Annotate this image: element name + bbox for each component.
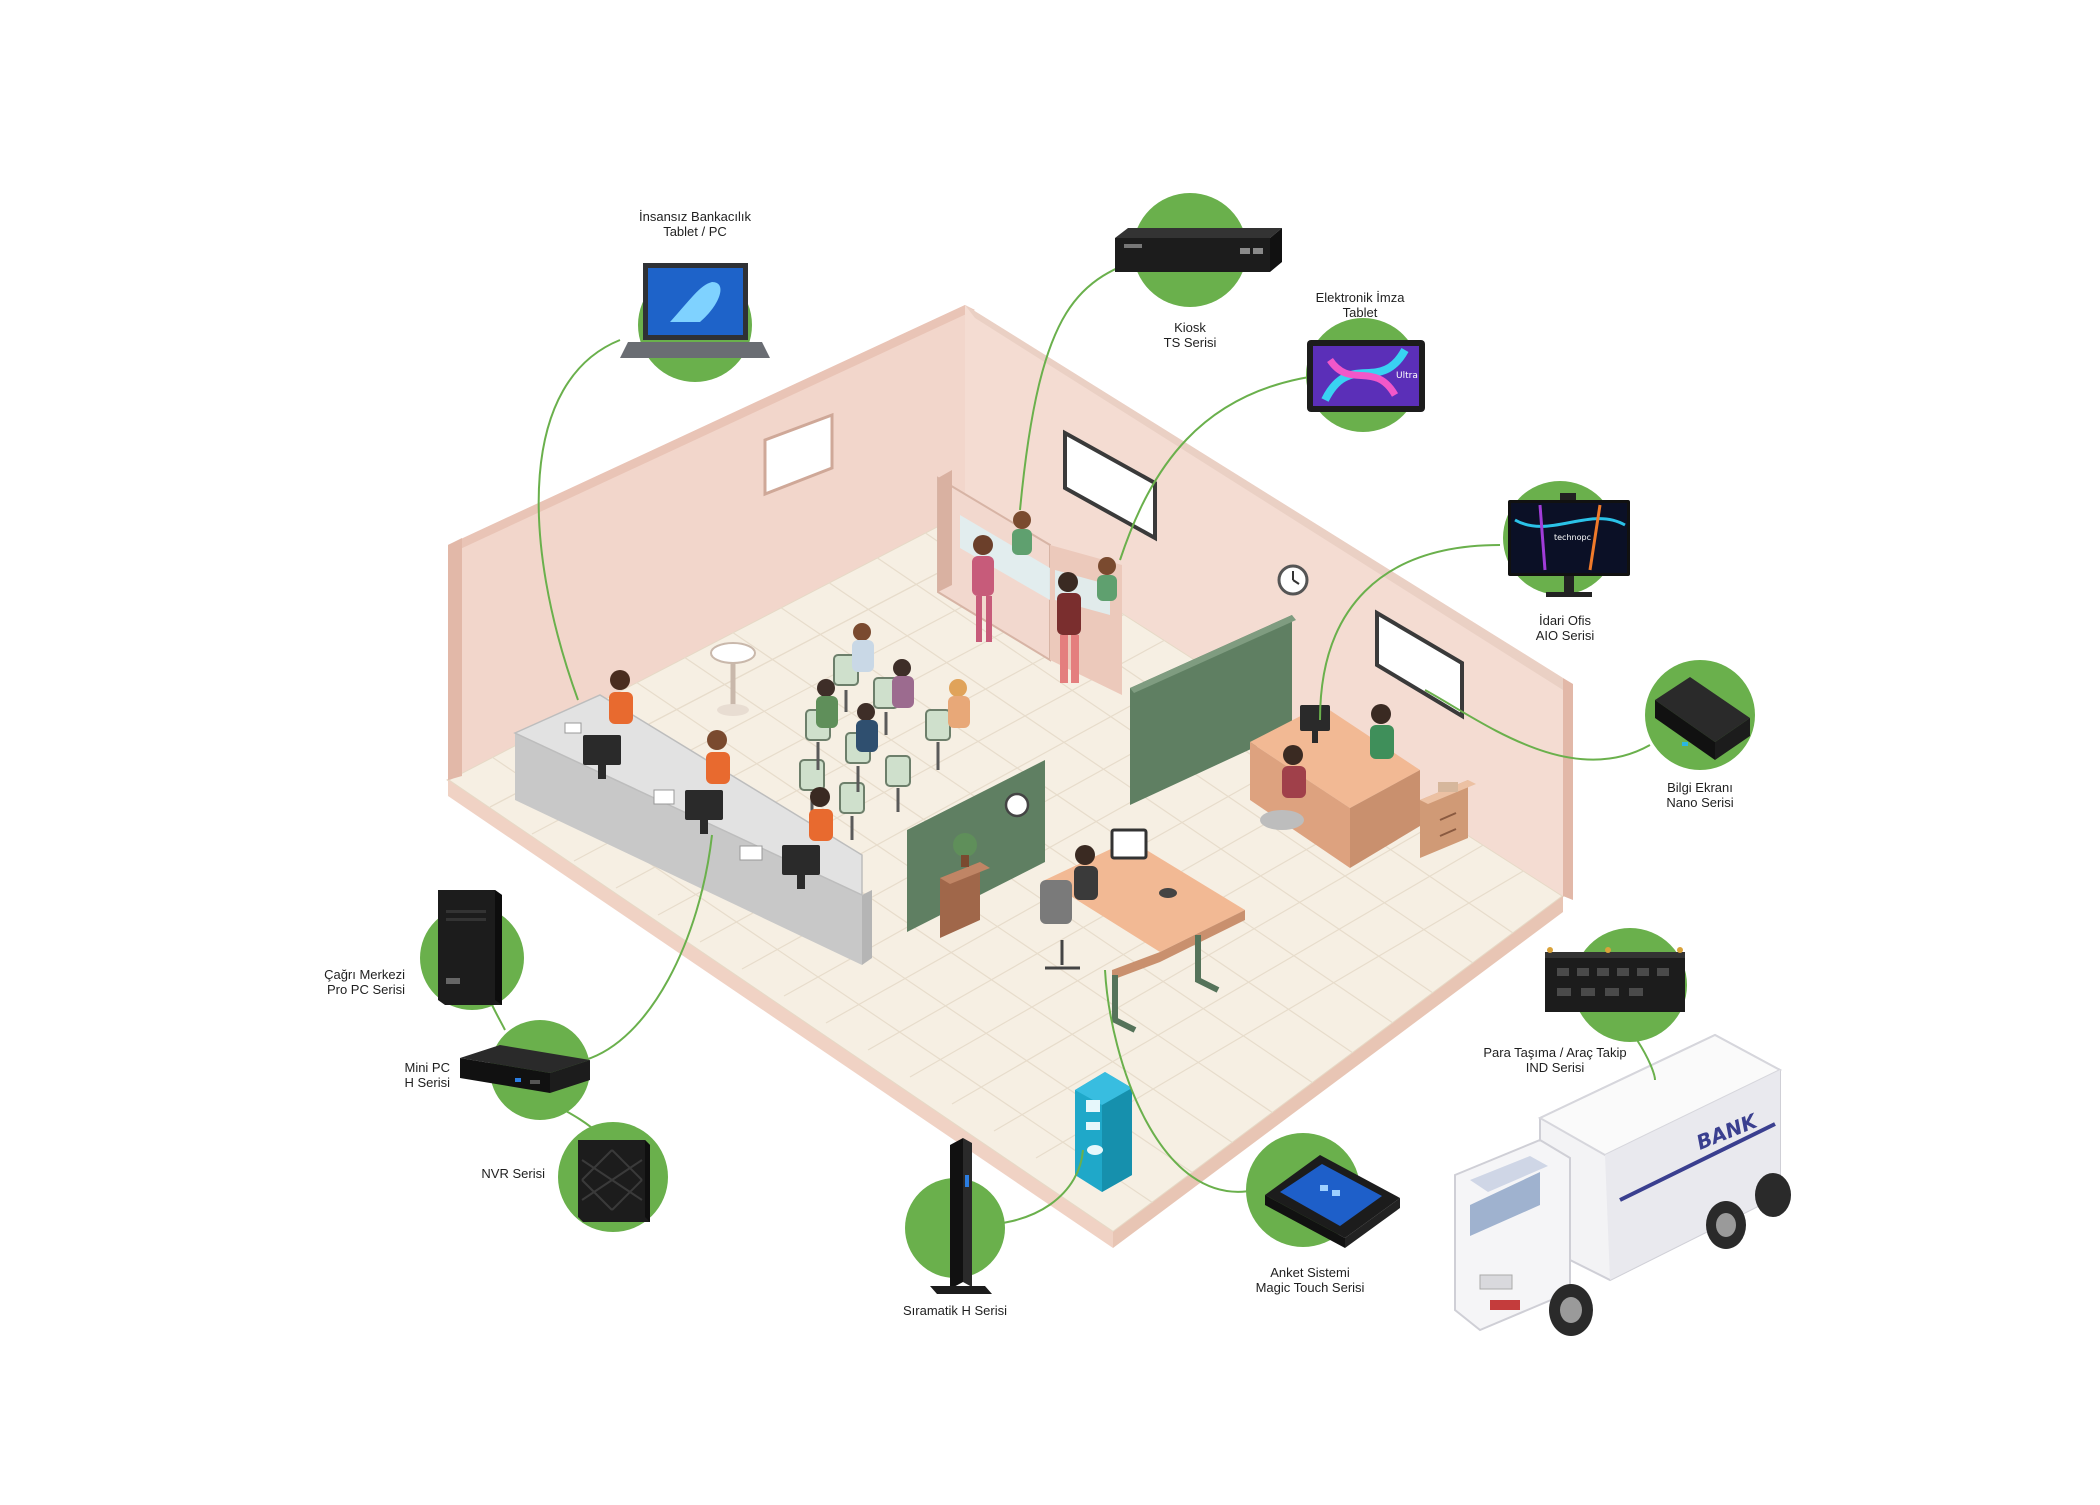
wall-panel-left bbox=[763, 412, 834, 497]
label-info-screen-line1: Bilgi Ekranı bbox=[1667, 780, 1733, 795]
badge-info-screen[interactable] bbox=[1645, 660, 1755, 770]
atm-machine bbox=[1075, 1072, 1132, 1192]
label-info-screen-line2: Nano Serisi bbox=[1666, 795, 1734, 810]
label-call-center-line2: Pro PC Serisi bbox=[326, 982, 405, 997]
label-nvr-line1: NVR Serisi bbox=[481, 1166, 545, 1181]
back-right-wall-top bbox=[965, 305, 1563, 690]
laptop-icon bbox=[620, 263, 770, 358]
kiosk-pc-icon bbox=[1115, 228, 1282, 272]
badge-call-center[interactable] bbox=[420, 890, 524, 1010]
left-wall-cap bbox=[448, 538, 462, 780]
back-right-wall bbox=[965, 305, 1563, 896]
badge-cash-transport[interactable] bbox=[1545, 928, 1687, 1042]
label-e-signature-line2: Tablet bbox=[1342, 305, 1378, 320]
label-nvr: NVR Serisi bbox=[440, 1166, 545, 1181]
nano-pc-icon bbox=[1655, 677, 1750, 760]
wall-tv-office bbox=[1375, 609, 1464, 720]
slim-tower-icon bbox=[930, 1138, 992, 1294]
service-counter bbox=[513, 670, 872, 965]
badge-mini-pc[interactable] bbox=[460, 1020, 590, 1120]
manager-desk bbox=[1040, 828, 1245, 1033]
floor-edge-front-left bbox=[448, 780, 1113, 1248]
aio-brand-text: technopc bbox=[1554, 533, 1591, 542]
room bbox=[446, 305, 1573, 1248]
tablet-icon: Ultra bbox=[1307, 340, 1425, 412]
label-kiosk-line2: TS Serisi bbox=[1163, 335, 1217, 350]
badge-admin-office[interactable]: technopc bbox=[1503, 481, 1630, 597]
industrial-pc-icon bbox=[1545, 947, 1685, 1012]
connector-cash-transport bbox=[1636, 1039, 1656, 1081]
green-partition-back-face bbox=[1130, 615, 1296, 693]
label-cash-transport-line2: IND Serisi bbox=[1525, 1060, 1585, 1075]
right-wall-cap bbox=[1563, 678, 1573, 900]
wall-clock bbox=[1277, 564, 1309, 596]
floor-edge-front-right bbox=[1113, 896, 1563, 1248]
connector-unmanned-banking bbox=[537, 339, 621, 701]
connector-survey bbox=[1104, 969, 1256, 1193]
label-info-screen: Bilgi Ekranı Nano Serisi bbox=[1635, 780, 1765, 810]
label-queue-line1: Sıramatik H Serisi bbox=[902, 1303, 1008, 1318]
back-left-wall bbox=[448, 305, 965, 780]
nvr-box-icon bbox=[578, 1140, 650, 1222]
label-e-signature-line1: Elektronik İmza bbox=[1315, 290, 1405, 305]
label-kiosk-line1: Kiosk bbox=[1174, 320, 1206, 335]
wall-tv-right bbox=[1063, 429, 1157, 542]
mini-pc-icon bbox=[460, 1045, 590, 1093]
badge-nvr[interactable] bbox=[558, 1122, 668, 1232]
touch-terminal-icon bbox=[1265, 1155, 1400, 1248]
label-admin-office-line2: AIO Serisi bbox=[1535, 628, 1595, 643]
label-call-center: Çağrı Merkezi Pro PC Serisi bbox=[270, 967, 405, 997]
cabinet-plant bbox=[940, 833, 990, 938]
connector-admin-office bbox=[1319, 544, 1501, 721]
label-survey-line1: Anket Sistemi bbox=[1270, 1265, 1350, 1280]
badge-e-signature[interactable]: Ultra bbox=[1306, 318, 1425, 432]
tablet-brand-text: Ultra bbox=[1396, 371, 1418, 381]
label-admin-office-line1: İdari Ofis bbox=[1538, 613, 1591, 628]
label-cash-transport-line1: Para Taşıma / Araç Takip bbox=[1483, 1045, 1627, 1060]
label-survey-line2: Magic Touch Serisi bbox=[1255, 1280, 1365, 1295]
label-mini-pc: Mini PC H Serisi bbox=[370, 1060, 450, 1090]
all-in-one-pc-icon: technopc bbox=[1508, 493, 1630, 597]
round-table bbox=[710, 642, 756, 716]
connector-mini-pc bbox=[584, 834, 713, 1061]
label-e-signature: Elektronik İmza Tablet bbox=[1285, 290, 1435, 320]
label-unmanned-banking-line1: İnsansız Bankacılık bbox=[639, 209, 751, 224]
back-left-wall-top bbox=[448, 305, 975, 550]
badge-queue[interactable] bbox=[905, 1138, 1005, 1294]
badge-kiosk[interactable] bbox=[1115, 193, 1282, 307]
tower-pc-icon bbox=[438, 890, 502, 1005]
connector-info-screen bbox=[1424, 689, 1651, 761]
label-kiosk: Kiosk TS Serisi bbox=[1130, 320, 1250, 350]
connector-e-signature bbox=[1119, 374, 1324, 561]
green-partition-back bbox=[1130, 615, 1292, 805]
label-queue: Sıramatik H Serisi bbox=[875, 1303, 1035, 1318]
badge-unmanned-banking[interactable] bbox=[620, 263, 770, 382]
label-unmanned-banking-line2: Tablet / PC bbox=[663, 224, 727, 239]
partition-clock bbox=[1004, 792, 1030, 818]
label-mini-pc-line2: H Serisi bbox=[404, 1075, 450, 1090]
standing-customers bbox=[972, 511, 1117, 683]
label-call-center-line1: Çağrı Merkezi bbox=[324, 967, 405, 982]
label-admin-office: İdari Ofis AIO Serisi bbox=[1510, 613, 1620, 643]
admin-office-desk bbox=[1250, 704, 1476, 868]
label-survey: Anket Sistemi Magic Touch Serisi bbox=[1240, 1265, 1380, 1295]
label-unmanned-banking: İnsansız Bankacılık Tablet / PC bbox=[610, 209, 780, 239]
label-mini-pc-line1: Mini PC bbox=[404, 1060, 450, 1075]
armored-truck: BANK bbox=[1454, 1033, 1791, 1336]
label-cash-transport: Para Taşıma / Araç Takip IND Serisi bbox=[1460, 1045, 1650, 1075]
badge-survey[interactable] bbox=[1246, 1133, 1400, 1248]
